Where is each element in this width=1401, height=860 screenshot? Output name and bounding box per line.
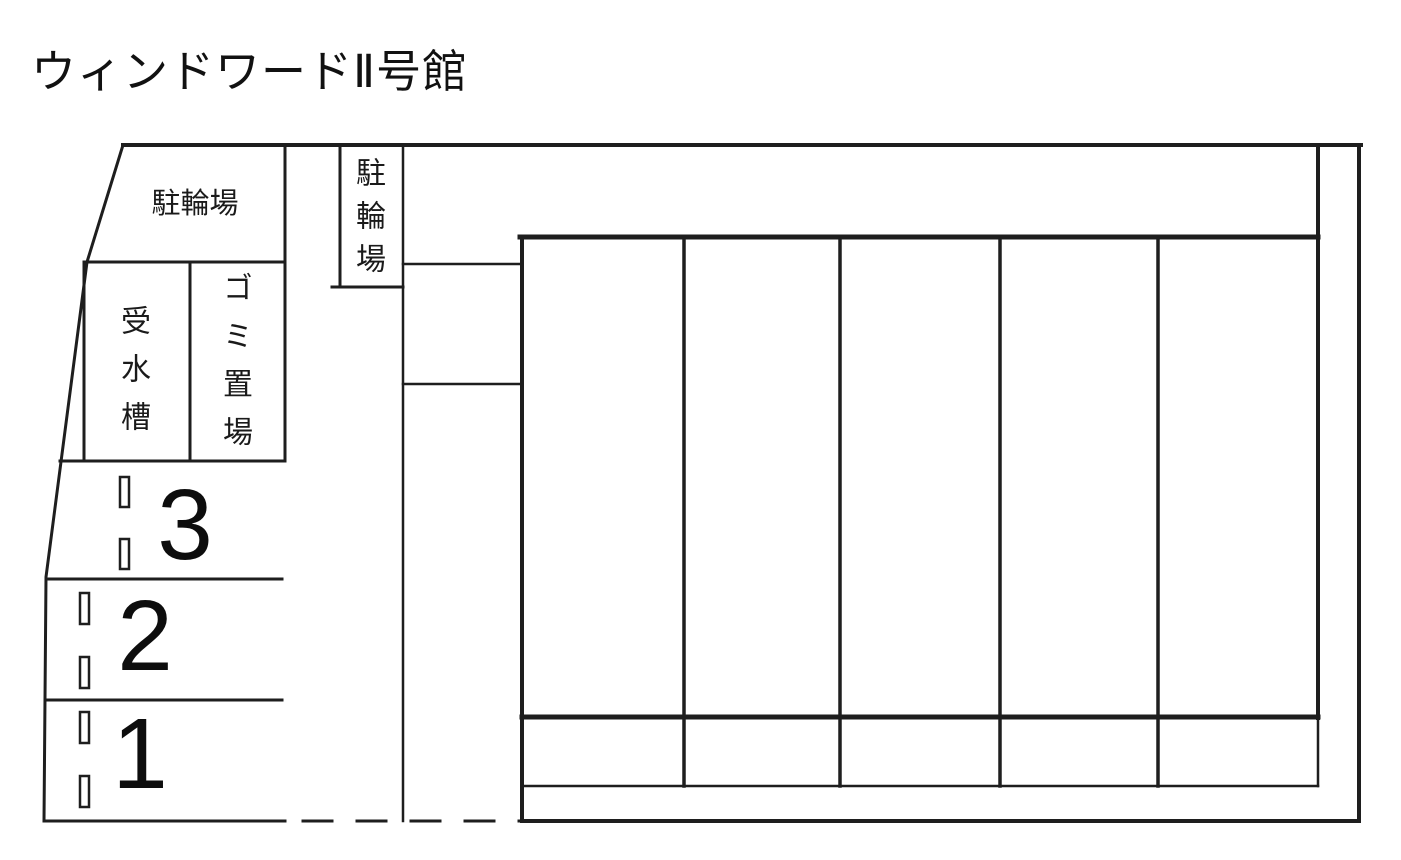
walkway-connector-lines bbox=[401, 262, 524, 386]
garbage-storage-label: ゴミ置場 bbox=[218, 272, 251, 464]
parking-space-2-number: 2 bbox=[117, 580, 173, 692]
bicycle-parking-top-label: 駐輪場 bbox=[151, 188, 239, 220]
building-unit-dividers bbox=[682, 237, 1160, 788]
water-tank-garbage-boxes bbox=[58, 260, 287, 463]
bicycle-parking-top-box bbox=[85, 143, 287, 463]
bicycle-parking-side-label: 駐輪場 bbox=[351, 157, 384, 286]
page-title: ウィンドワードⅡ号館 bbox=[31, 46, 469, 97]
outer-boundary-left-slant bbox=[42, 143, 287, 823]
parking-space-3-number: 3 bbox=[157, 469, 213, 581]
parking-lane-markers bbox=[78, 475, 131, 809]
water-tank-label: 受水槽 bbox=[116, 305, 149, 449]
parking-space-dividers bbox=[43, 577, 284, 702]
parking-space-1-number: 1 bbox=[112, 698, 168, 810]
bicycle-parking-side-box bbox=[330, 143, 405, 289]
